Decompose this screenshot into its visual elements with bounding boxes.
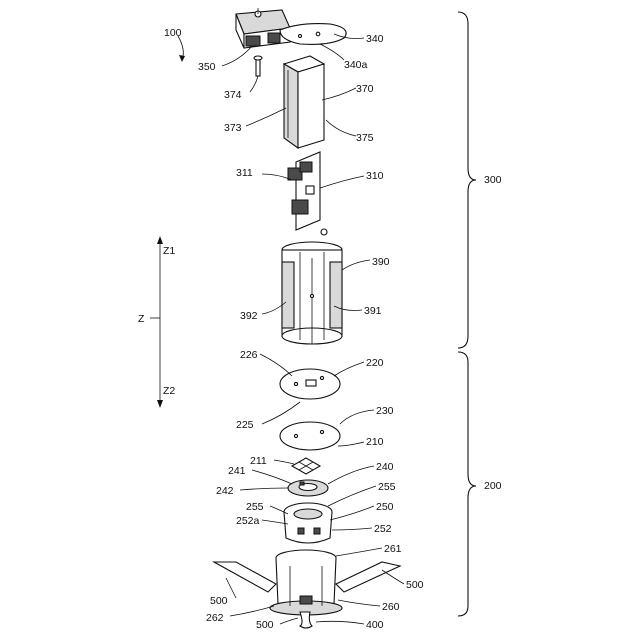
spring-500-right bbox=[336, 562, 400, 592]
label-255-left: 255 bbox=[246, 501, 264, 513]
label-340: 340 bbox=[366, 33, 384, 45]
holder-250 bbox=[284, 503, 332, 543]
label-261: 261 bbox=[384, 543, 402, 555]
label-400: 400 bbox=[366, 619, 384, 631]
label-210: 210 bbox=[366, 436, 384, 448]
base-260 bbox=[270, 550, 342, 615]
label-211: 211 bbox=[250, 455, 267, 467]
label-z1: Z1 bbox=[163, 245, 175, 257]
cover-plate-340 bbox=[280, 24, 346, 45]
label-500-left: 500 bbox=[210, 595, 228, 607]
circuit-board-310 bbox=[288, 152, 327, 235]
label-220: 220 bbox=[366, 357, 384, 369]
label-262: 262 bbox=[206, 612, 224, 624]
label-375: 375 bbox=[356, 132, 374, 144]
label-242: 242 bbox=[216, 485, 234, 497]
label-300: 300 bbox=[484, 174, 502, 186]
label-225: 225 bbox=[236, 419, 254, 431]
label-226: 226 bbox=[240, 349, 258, 361]
brace-300 bbox=[458, 12, 476, 348]
screw-374 bbox=[254, 56, 262, 76]
label-500-right: 500 bbox=[406, 579, 424, 591]
label-250: 250 bbox=[376, 501, 394, 513]
label-230: 230 bbox=[376, 405, 394, 417]
label-z: Z bbox=[138, 313, 145, 325]
housing-370 bbox=[284, 56, 324, 148]
label-z2: Z2 bbox=[163, 385, 175, 397]
label-100: 100 bbox=[164, 27, 182, 39]
label-350: 350 bbox=[198, 61, 216, 73]
label-255-right: 255 bbox=[378, 481, 396, 493]
label-370: 370 bbox=[356, 83, 374, 95]
label-373: 373 bbox=[224, 122, 242, 134]
top-bracket-350 bbox=[236, 8, 290, 48]
label-500-bottom: 500 bbox=[256, 619, 274, 631]
label-392: 392 bbox=[240, 310, 258, 322]
label-311: 311 bbox=[236, 167, 253, 179]
label-252: 252 bbox=[374, 523, 392, 535]
spring-500-left bbox=[214, 562, 276, 592]
label-260: 260 bbox=[382, 601, 400, 613]
heat-sink-390 bbox=[282, 242, 342, 344]
label-390: 390 bbox=[372, 256, 390, 268]
label-252a: 252a bbox=[236, 515, 260, 527]
brace-200 bbox=[458, 352, 476, 616]
label-340a: 340a bbox=[344, 59, 368, 71]
label-200: 200 bbox=[484, 480, 502, 492]
label-240: 240 bbox=[376, 461, 394, 473]
label-241: 241 bbox=[228, 465, 246, 477]
plate-230 bbox=[280, 422, 340, 450]
label-310: 310 bbox=[366, 170, 384, 182]
ring-240 bbox=[288, 480, 328, 496]
z-axis-arrow bbox=[150, 236, 163, 408]
light-module-210 bbox=[292, 458, 320, 474]
label-374: 374 bbox=[224, 89, 242, 101]
label-391: 391 bbox=[364, 305, 382, 317]
